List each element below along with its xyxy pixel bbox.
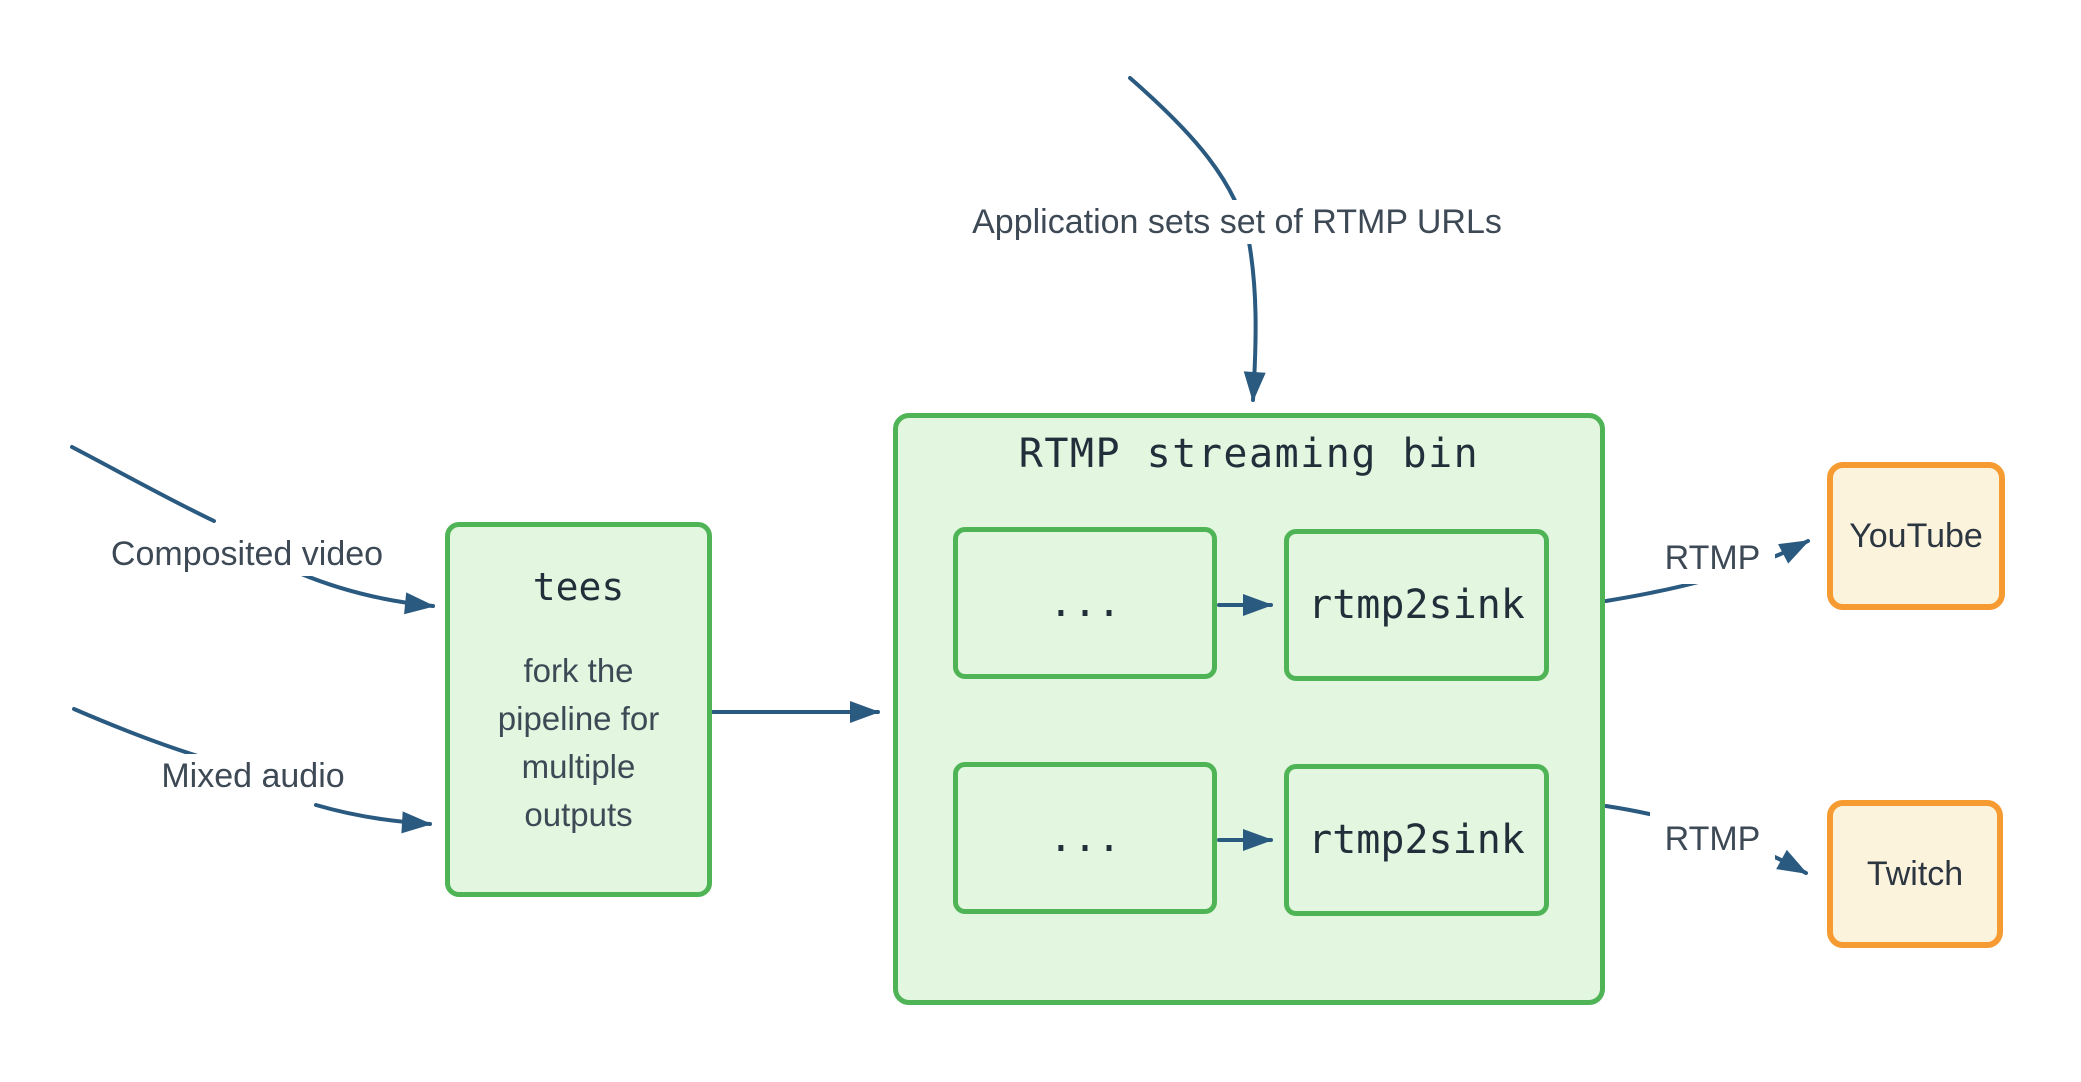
youtube-label: YouTube [1849, 516, 1983, 555]
edge-mixed-audio-tail [72, 707, 203, 759]
annotation-mixed-audio: Mixed audio [120, 754, 386, 798]
tees-title: tees [532, 565, 625, 609]
annotation-composited-video: Composited video [80, 532, 414, 576]
chain-2-rtmp2sink-box: rtmp2sink [1284, 764, 1549, 916]
node-twitch: Twitch [1827, 800, 2003, 948]
twitch-label: Twitch [1866, 854, 1964, 893]
node-youtube: YouTube [1827, 462, 2005, 610]
chain-2-upstream-box: ... [953, 762, 1217, 914]
edge-mixed-audio-head [314, 803, 432, 834]
bin-inner-edge-layer [1217, 594, 1273, 851]
node-tees: tees fork the pipeline for multiple outp… [445, 522, 712, 897]
edge-composited-video-tail [70, 445, 216, 523]
annotation-rtmp-youtube: RTMP [1650, 532, 1775, 584]
chain-1-upstream-box: ... [953, 527, 1217, 679]
bin-title: RTMP streaming bin [1018, 431, 1480, 477]
chain-1-rtmp2sink-box: rtmp2sink [1284, 529, 1549, 681]
annotation-rtmp-twitch: RTMP [1650, 812, 1775, 866]
edge-composited-video-head [297, 571, 435, 615]
node-rtmp-streaming-bin: RTMP streaming bin ... rtmp2sink ... rtm… [893, 413, 1605, 1005]
annotation-app-sets-rtmp-urls: Application sets set of RTMP URLs [897, 200, 1577, 244]
tees-description: fork the pipeline for multiple outputs [497, 652, 660, 833]
